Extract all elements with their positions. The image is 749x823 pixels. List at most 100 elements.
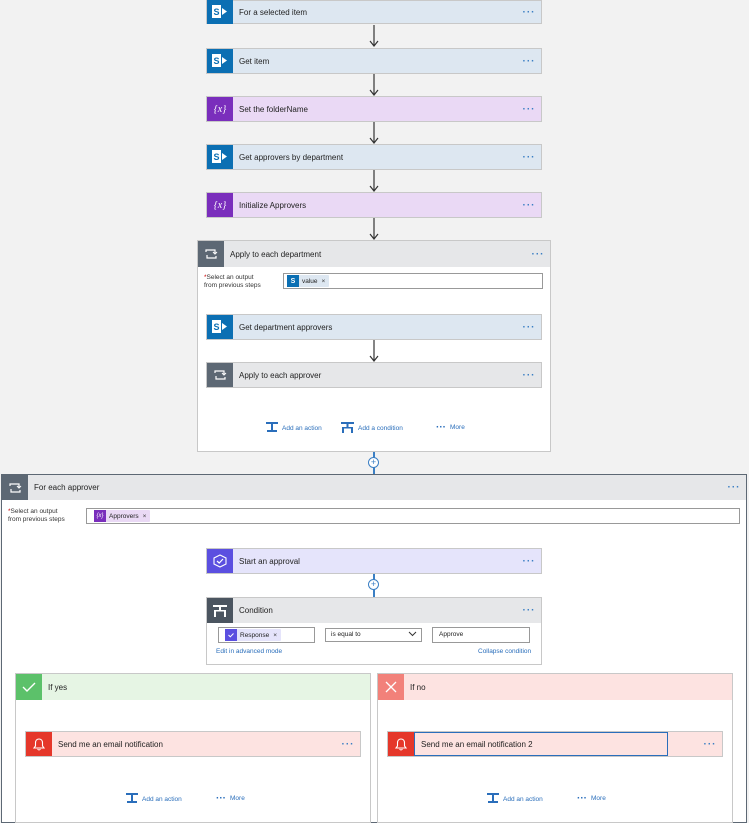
sharepoint-icon: S: [207, 0, 233, 24]
more-link[interactable]: ··· More: [577, 793, 606, 804]
apply-approver-menu-button[interactable]: ···: [522, 369, 536, 381]
condition-left-operand[interactable]: Response ×: [218, 627, 315, 643]
add-condition-icon: [341, 422, 354, 435]
get-department-approvers-menu-button[interactable]: ···: [522, 321, 536, 333]
get-item-menu-button[interactable]: ···: [522, 55, 536, 67]
remove-token-icon[interactable]: ×: [142, 512, 147, 520]
add-action-link[interactable]: Add an action: [487, 793, 543, 806]
svg-text:S: S: [213, 322, 219, 332]
remove-token-icon[interactable]: ×: [273, 631, 278, 639]
add-action-link[interactable]: Add an action: [266, 422, 322, 435]
trigger-menu-button[interactable]: ···: [522, 6, 536, 18]
email-notification-2-menu-button[interactable]: ···: [703, 738, 717, 750]
if-no-title: If no: [410, 682, 426, 692]
add-action-icon: [126, 793, 138, 806]
email-notification-menu-button[interactable]: ···: [341, 738, 355, 750]
condition-header[interactable]: Condition ···: [207, 598, 541, 623]
for-each-approver-menu-button[interactable]: ···: [727, 482, 741, 493]
get-item-card[interactable]: S Get item ···: [206, 48, 542, 74]
loop-icon: [207, 363, 233, 387]
connector-arrow: [369, 25, 379, 47]
trigger-card[interactable]: S For a selected item ···: [206, 0, 542, 24]
svg-text:S: S: [213, 152, 219, 162]
add-action-link[interactable]: Add an action: [126, 793, 182, 806]
loop-icon: [2, 475, 28, 500]
start-approval-title: Start an approval: [239, 556, 300, 566]
add-condition-link[interactable]: Add a condition: [341, 422, 403, 435]
get-approvers-menu-button[interactable]: ···: [522, 151, 536, 163]
get-department-approvers-card[interactable]: S Get department approvers ···: [206, 314, 542, 340]
svg-text:S: S: [213, 7, 219, 17]
condition-menu-button[interactable]: ···: [522, 605, 536, 616]
value-token[interactable]: S value ×: [287, 275, 330, 287]
connector-arrow: [369, 218, 379, 240]
approval-icon: [207, 549, 233, 573]
insert-step-icon[interactable]: +: [368, 579, 379, 590]
connector-arrow: [369, 122, 379, 144]
select-output-input[interactable]: S value ×: [283, 273, 543, 289]
set-folder-title: Set the folderName: [239, 104, 308, 114]
email-notification-2-title[interactable]: Send me an email notification 2: [414, 732, 668, 756]
sharepoint-icon: S: [207, 145, 233, 169]
collapse-condition-link[interactable]: Collapse condition: [478, 648, 532, 655]
remove-token-icon[interactable]: ×: [321, 277, 326, 285]
for-each-approver-header[interactable]: For each approver ···: [2, 475, 746, 500]
close-icon: [378, 674, 404, 700]
bell-icon: [26, 732, 52, 756]
variable-icon: {x}: [94, 510, 106, 522]
connector-arrow: [369, 340, 379, 362]
edit-advanced-link[interactable]: Edit in advanced mode: [216, 648, 283, 655]
approvers-token[interactable]: {x} Approvers ×: [94, 510, 151, 522]
insert-step-icon[interactable]: +: [368, 457, 379, 468]
response-token[interactable]: Response ×: [225, 629, 282, 641]
get-approvers-title: Get approvers by department: [239, 152, 344, 162]
connector-arrow: [369, 74, 379, 96]
apply-approver-title: Apply to each approver: [239, 370, 322, 380]
variable-icon: {x}: [207, 97, 233, 121]
get-approvers-card[interactable]: S Get approvers by department ···: [206, 144, 542, 170]
check-icon: [16, 674, 42, 700]
sharepoint-icon: S: [207, 49, 233, 73]
init-approvers-title: Initialize Approvers: [239, 200, 307, 210]
start-approval-card[interactable]: Start an approval ···: [206, 548, 542, 574]
more-link[interactable]: ··· More: [216, 793, 245, 804]
chevron-down-icon: [408, 629, 417, 641]
init-approvers-menu-button[interactable]: ···: [522, 199, 536, 211]
trigger-title: For a selected item: [239, 7, 308, 17]
condition-panel: Condition ··· Response × is equal to App…: [206, 597, 542, 665]
email-notification-2-card[interactable]: Send me an email notification 2 ···: [387, 731, 723, 757]
select-output-input[interactable]: {x} Approvers ×: [86, 508, 740, 524]
apply-department-header[interactable]: Apply to each department ···: [198, 241, 550, 267]
condition-title: Condition: [239, 606, 273, 615]
loop-icon: [198, 241, 224, 267]
add-action-icon: [487, 793, 499, 806]
sharepoint-icon: S: [287, 275, 299, 287]
condition-icon: [207, 598, 233, 623]
if-no-header[interactable]: If no: [378, 674, 732, 700]
get-department-approvers-title: Get department approvers: [239, 322, 333, 332]
apply-department-title: Apply to each department: [230, 249, 322, 259]
condition-operator-select[interactable]: is equal to: [325, 628, 422, 642]
apply-approver-card[interactable]: Apply to each approver ···: [206, 362, 542, 388]
set-folder-menu-button[interactable]: ···: [522, 103, 536, 115]
variable-icon: {x}: [207, 193, 233, 217]
init-approvers-card[interactable]: {x} Initialize Approvers ···: [206, 192, 542, 218]
svg-text:S: S: [213, 56, 219, 66]
if-yes-header[interactable]: If yes: [16, 674, 370, 700]
get-item-title: Get item: [239, 56, 270, 66]
apply-department-panel: Apply to each department ··· *Select an …: [197, 240, 551, 452]
email-notification-title: Send me an email notification: [58, 739, 163, 749]
if-yes-title: If yes: [48, 682, 68, 692]
connector-arrow: [369, 170, 379, 192]
approval-icon: [225, 629, 237, 641]
add-action-icon: [266, 422, 278, 435]
start-approval-menu-button[interactable]: ···: [522, 555, 536, 567]
condition-value-input[interactable]: Approve: [432, 627, 530, 643]
more-link[interactable]: ··· More: [436, 422, 465, 433]
apply-department-menu-button[interactable]: ···: [531, 248, 545, 260]
email-notification-card[interactable]: Send me an email notification ···: [25, 731, 361, 757]
for-each-approver-title: For each approver: [34, 483, 100, 492]
bell-icon: [388, 732, 414, 756]
set-folder-card[interactable]: {x} Set the folderName ···: [206, 96, 542, 122]
